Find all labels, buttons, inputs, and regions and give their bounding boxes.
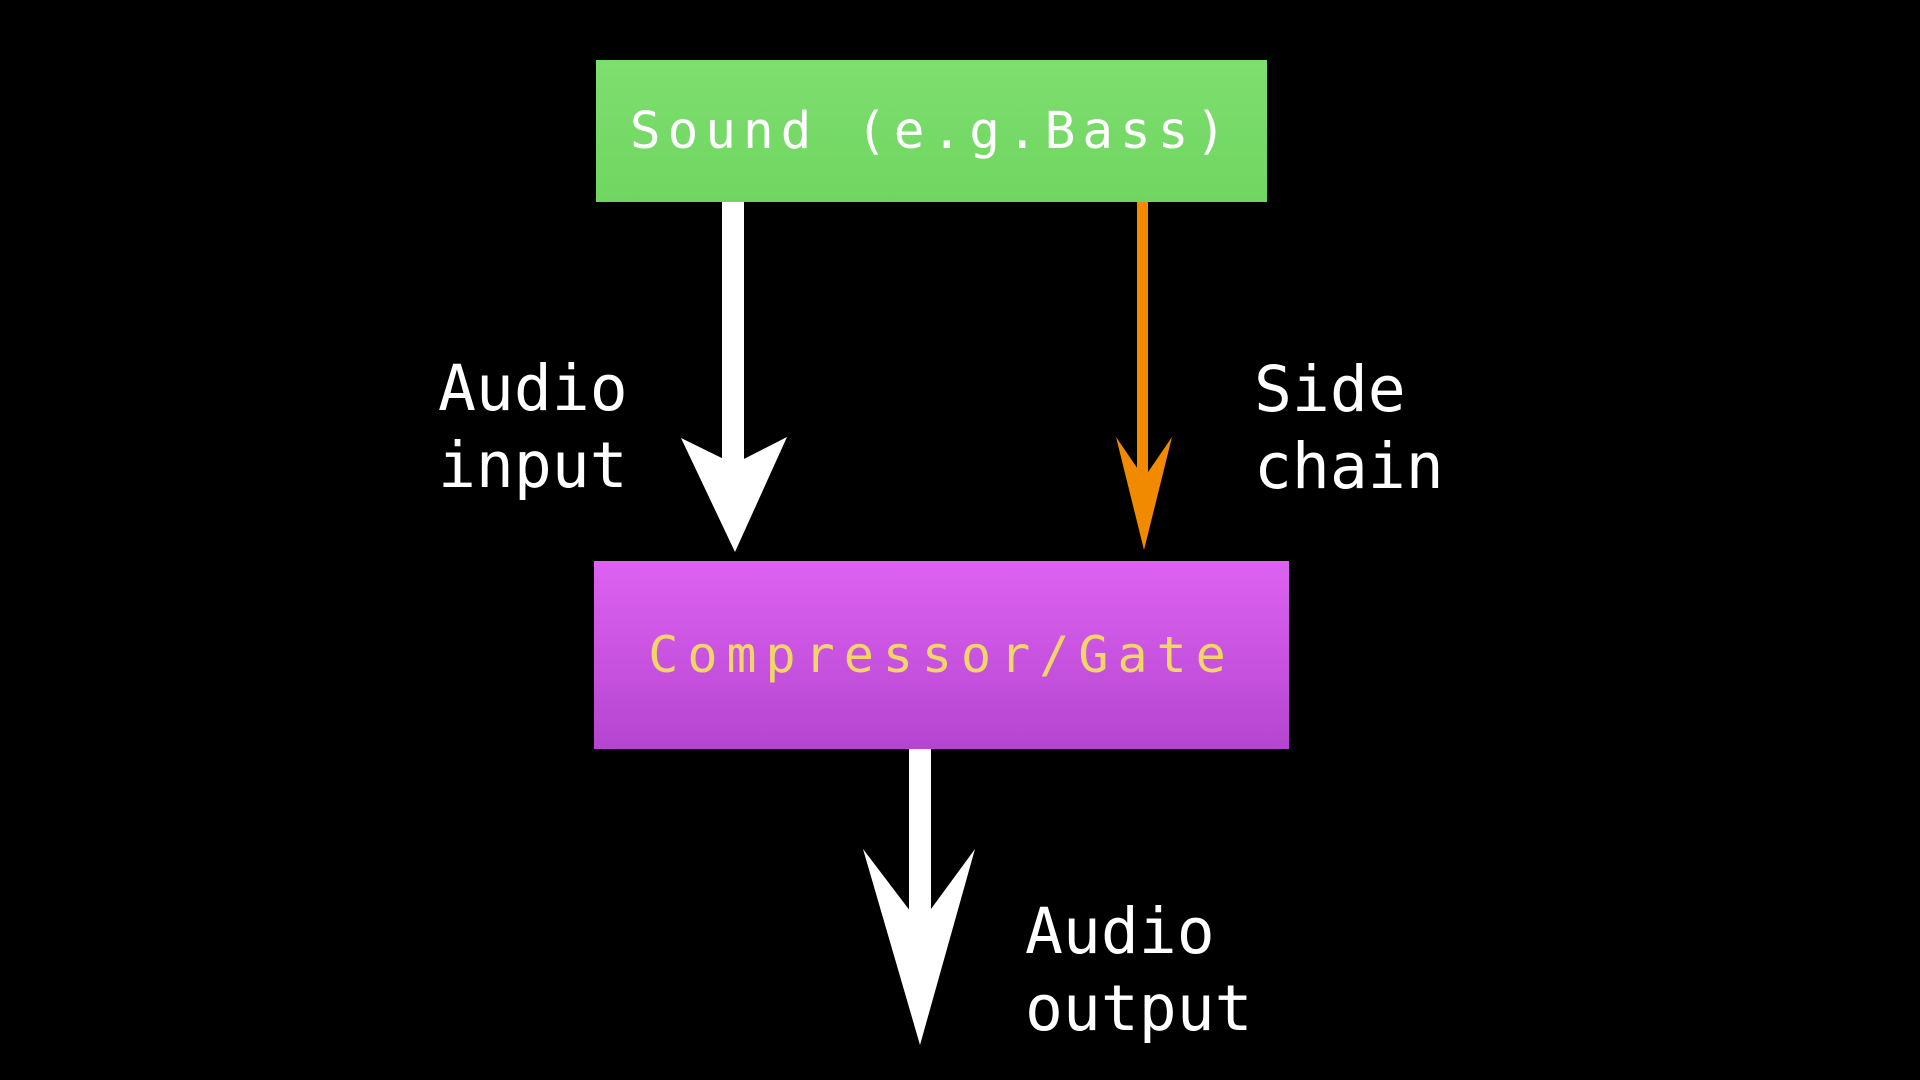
audio-input-label-line1: Audio: [438, 352, 628, 425]
side-chain-arrow-icon: [1116, 202, 1172, 550]
side-chain-label-line2: chain: [1254, 430, 1444, 503]
arrow-shaft: [909, 749, 931, 930]
arrow-shaft: [1137, 202, 1148, 480]
processor-node-label: Compressor/Gate: [648, 626, 1235, 684]
side-chain-label-line1: Side: [1254, 353, 1406, 426]
audio-output-label: Audio output: [1025, 893, 1253, 1047]
audio-input-label-line2: input: [438, 429, 628, 502]
arrow-head: [1116, 437, 1172, 550]
audio-output-label-line1: Audio: [1025, 895, 1215, 968]
arrow-shaft: [722, 202, 744, 468]
source-node: Sound (e.g.Bass): [596, 60, 1267, 202]
audio-input-label: Audio input: [438, 350, 628, 504]
arrow-head: [681, 437, 787, 552]
audio-output-label-line2: output: [1025, 972, 1253, 1045]
source-node-label: Sound (e.g.Bass): [629, 101, 1234, 161]
processor-node: Compressor/Gate: [594, 561, 1289, 749]
audio-input-arrow-icon: [681, 202, 787, 552]
arrow-head: [863, 849, 975, 1045]
audio-output-arrow-icon: [863, 749, 975, 1045]
side-chain-label: Side chain: [1254, 351, 1444, 505]
